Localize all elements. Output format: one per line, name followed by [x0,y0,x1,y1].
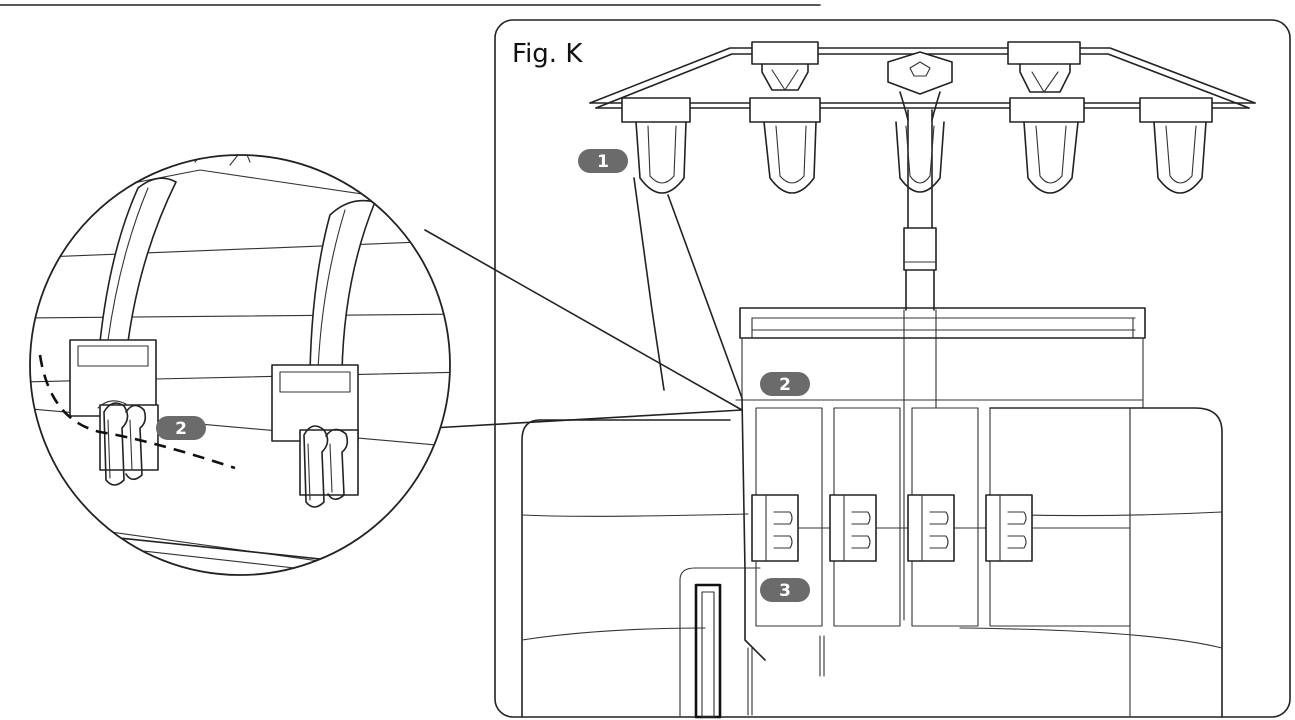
inset-pointer-lower [431,409,743,429]
inset-callout-badge-2-label: 2 [175,419,187,439]
inset-callout-badge-2: 2 [156,416,206,440]
thread-guide-front-1 [621,97,691,194]
figure-title: Fig. K [512,39,583,69]
callout-badge-2-label: 2 [779,375,791,395]
thread-guide-front-3 [895,121,945,193]
callout-badge-3: 3 [760,578,810,602]
tension-guide-4 [985,494,1131,562]
tension-guide-1 [751,494,835,562]
thread-guide-back-2 [1007,41,1081,93]
callout-badge-1-label: 1 [597,152,609,172]
figure-frame [494,19,1291,718]
inset-pointer-upper [424,229,743,411]
machine-body [521,307,1223,718]
lower-thread-guide [694,583,825,719]
callout-badge-3-label: 3 [779,581,791,601]
inset-border [29,154,451,576]
thread-guide-front-5 [1139,97,1213,194]
thread-guide-front-2 [749,97,821,194]
thread-guide-hooks [621,41,1213,194]
thread-guide-back-1 [751,41,819,91]
tension-guide-2 [829,494,911,562]
tension-guide-3 [907,494,989,562]
callout-badge-1: 1 [578,149,628,173]
thread-path [633,177,766,661]
thread-stand [589,47,1256,621]
thread-guide-front-4 [1009,97,1085,194]
magnifier-inset [29,154,743,576]
inset-thread-route [38,354,236,470]
tension-guides [751,494,1131,562]
callout-badge-2: 2 [760,372,810,396]
